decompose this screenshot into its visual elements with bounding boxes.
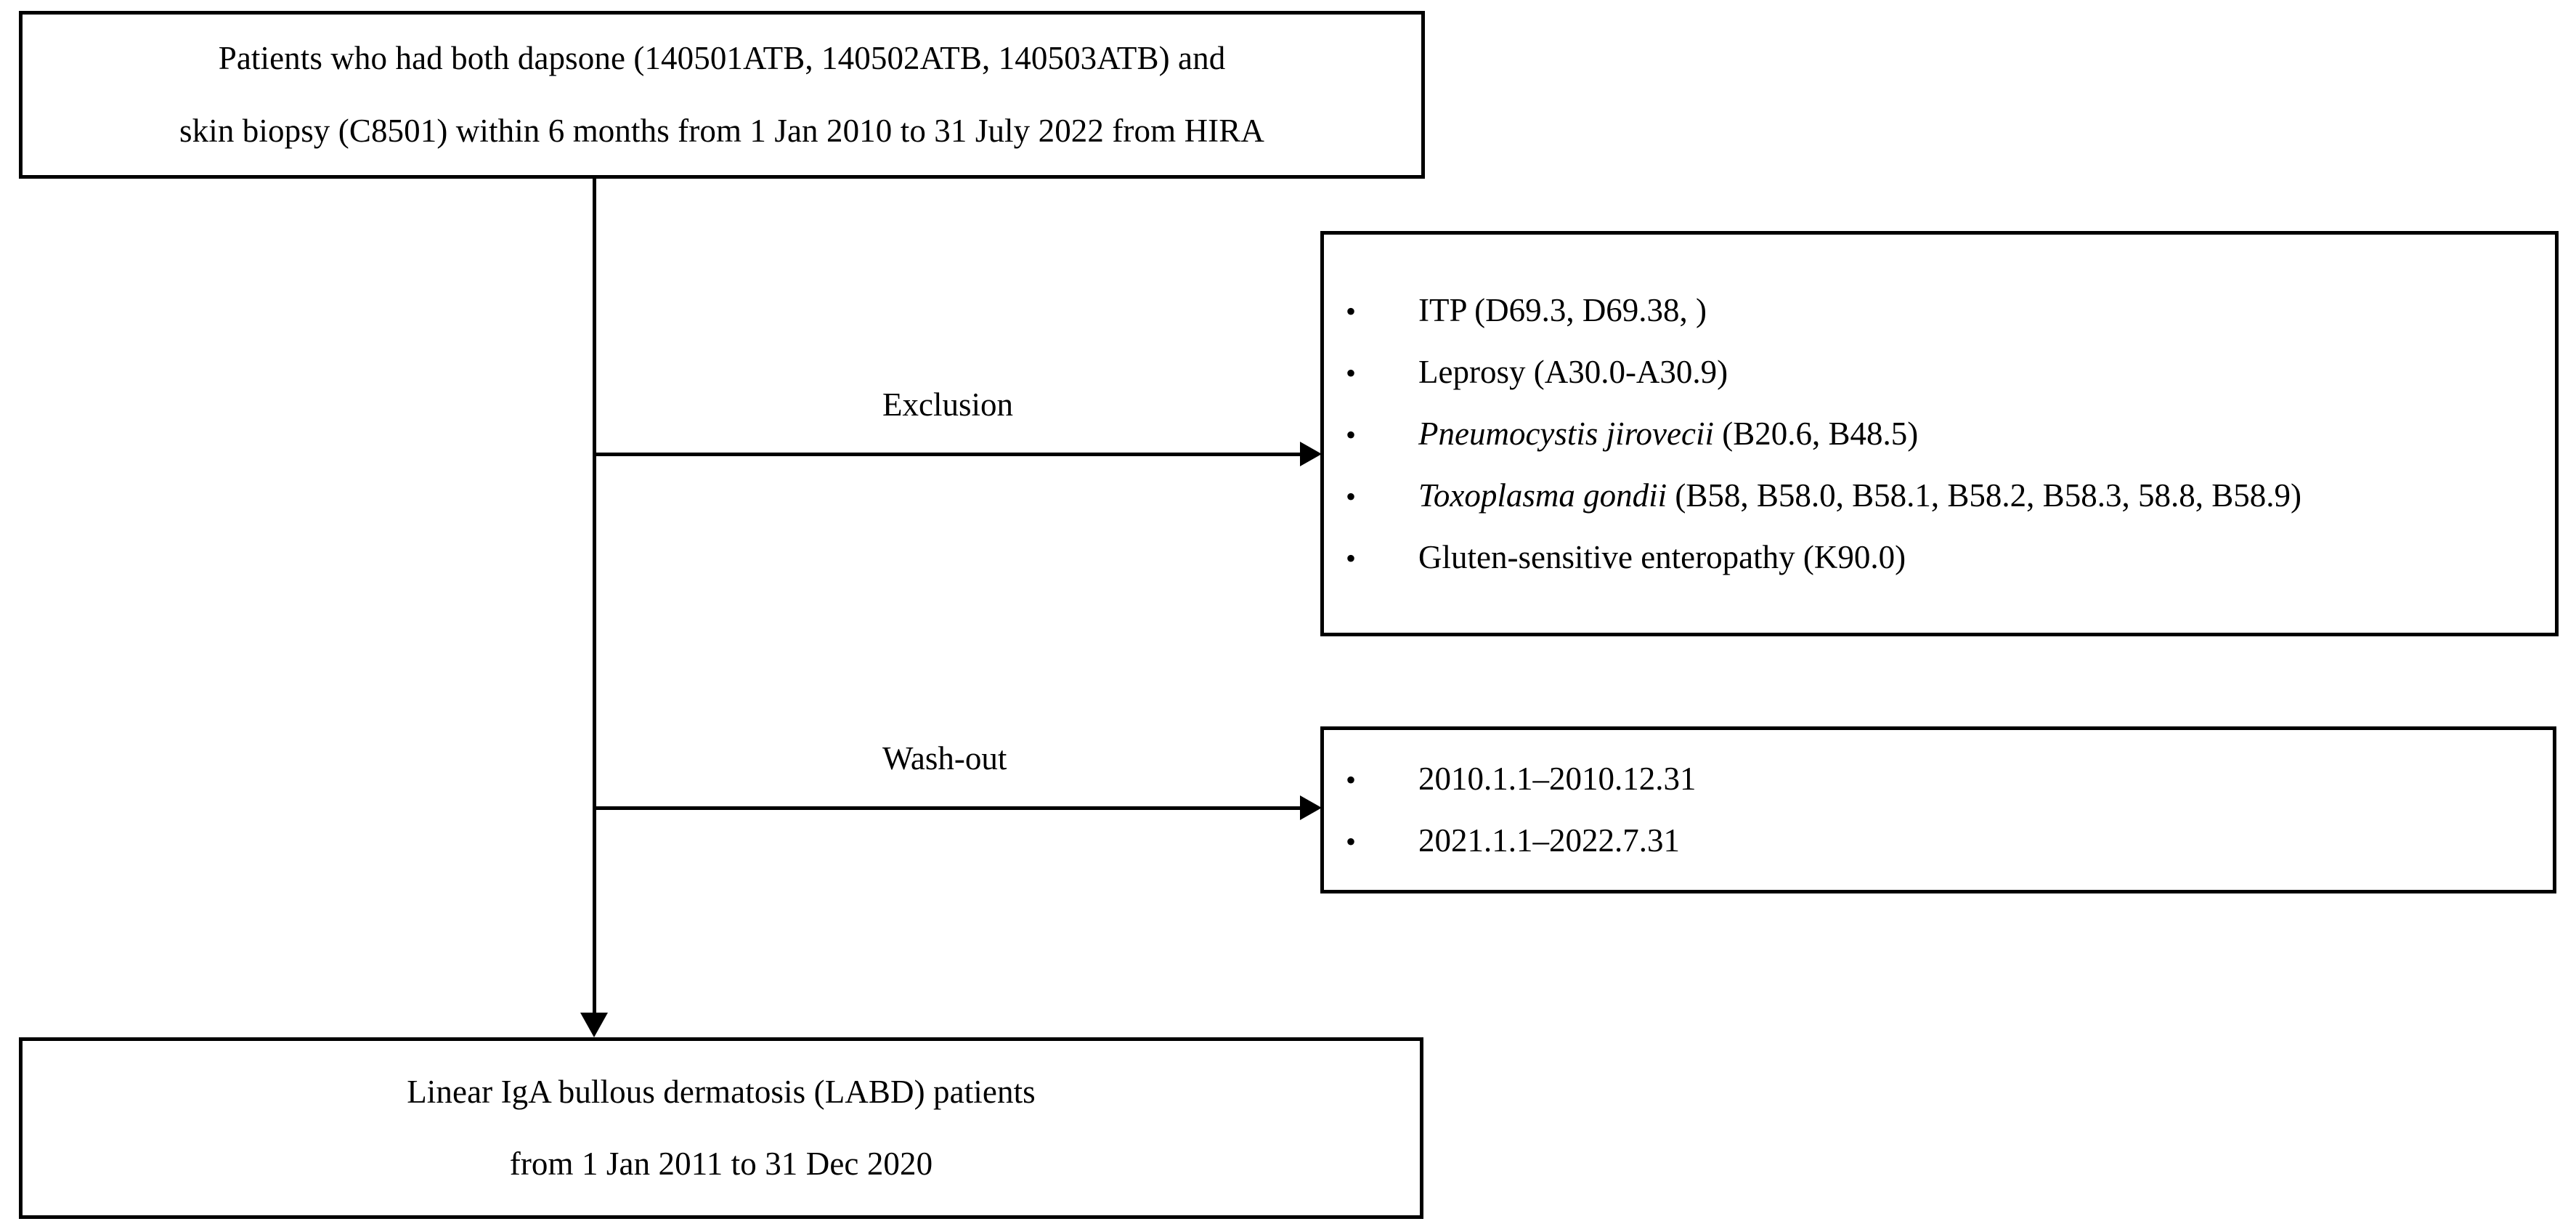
bullet-icon: • xyxy=(1346,825,1357,858)
scientific-name: Toxoplasma gondii xyxy=(1418,477,1667,514)
list-item: • Gluten-sensitive enteropathy (K90.0) xyxy=(1346,538,2555,575)
node-washout-periods: • 2010.1.1–2010.12.31 • 2021.1.1–2022.7.… xyxy=(1320,726,2556,893)
list-item-label: ITP (D69.3, D69.38, ) xyxy=(1418,291,1707,328)
node-final-cohort: Linear IgA bullous dermatosis (LABD) pat… xyxy=(19,1037,1423,1219)
connector-vertical-spine xyxy=(593,179,596,1014)
edge-label-washout: Wash-out xyxy=(882,740,1007,777)
node-source-population: Patients who had both dapsone (140501ATB… xyxy=(19,11,1425,179)
list-item-label: 2021.1.1–2022.7.31 xyxy=(1418,822,1680,859)
exclusion-criteria-list: • ITP (D69.3, D69.38, ) • Leprosy (A30.0… xyxy=(1346,235,2555,633)
list-item: • ITP (D69.3, D69.38, ) xyxy=(1346,291,2555,328)
bullet-icon: • xyxy=(1346,763,1357,796)
list-item-label: 2010.1.1–2010.12.31 xyxy=(1418,761,1697,797)
arrowhead-right-to-washout xyxy=(1300,795,1322,820)
final-cohort-line-1: Linear IgA bullous dermatosis (LABD) pat… xyxy=(407,1073,1036,1110)
bullet-icon: • xyxy=(1346,541,1357,575)
list-item-label: Pneumocystis jirovecii (B20.6, B48.5) xyxy=(1418,415,1919,452)
list-item-label: Gluten-sensitive enteropathy (K90.0) xyxy=(1418,538,1906,575)
connector-washout-line xyxy=(593,806,1301,810)
edge-label-exclusion: Exclusion xyxy=(882,386,1013,423)
list-item: • Toxoplasma gondii (B58, B58.0, B58.1, … xyxy=(1346,479,2555,512)
arrowhead-right-to-exclusion xyxy=(1300,442,1322,466)
list-item: • 2010.1.1–2010.12.31 xyxy=(1346,763,2553,795)
bullet-icon: • xyxy=(1346,479,1357,513)
arrowhead-down-to-final-cohort xyxy=(580,1013,608,1037)
connector-exclusion-line xyxy=(593,453,1301,456)
source-population-line-2: skin biopsy (C8501) within 6 months from… xyxy=(179,112,1264,149)
scientific-name: Pneumocystis jirovecii xyxy=(1418,415,1714,452)
washout-periods-list: • 2010.1.1–2010.12.31 • 2021.1.1–2022.7.… xyxy=(1346,730,2553,890)
node-exclusion-criteria: • ITP (D69.3, D69.38, ) • Leprosy (A30.0… xyxy=(1320,231,2559,636)
list-item: • Leprosy (A30.0-A30.9) xyxy=(1346,353,2555,390)
bullet-icon: • xyxy=(1346,294,1357,328)
bullet-icon: • xyxy=(1346,356,1357,389)
source-population-line-1: Patients who had both dapsone (140501ATB… xyxy=(218,40,1226,77)
list-item: • Pneumocystis jirovecii (B20.6, B48.5) xyxy=(1346,415,2555,452)
bullet-icon: • xyxy=(1346,418,1357,451)
list-item-label: Toxoplasma gondii (B58, B58.0, B58.1, B5… xyxy=(1418,477,2301,514)
list-item: • 2021.1.1–2022.7.31 xyxy=(1346,824,2553,857)
final-cohort-line-2: from 1 Jan 2011 to 31 Dec 2020 xyxy=(509,1146,933,1182)
list-item-label: Leprosy (A30.0-A30.9) xyxy=(1418,353,1728,390)
